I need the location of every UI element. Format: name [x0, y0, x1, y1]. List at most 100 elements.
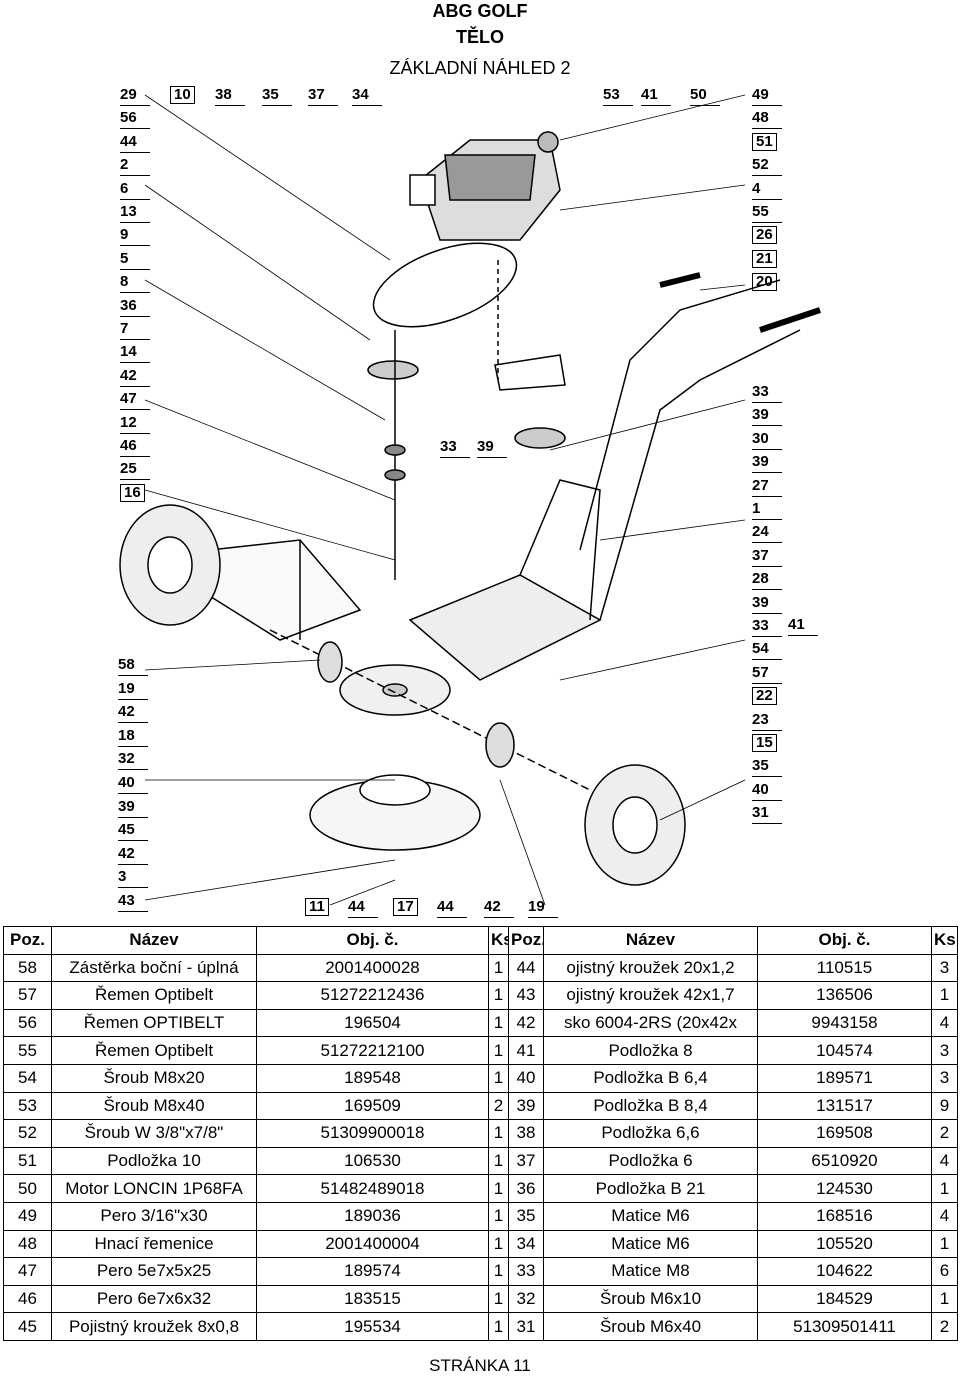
- column-header: Název: [543, 926, 758, 955]
- table-cell: Řemen Optibelt: [51, 1036, 257, 1065]
- table-cell: 52: [3, 1119, 52, 1148]
- table-cell: 2: [931, 1119, 958, 1148]
- table-cell: 3: [931, 953, 958, 983]
- table-cell: Hnací řemenice: [51, 1229, 257, 1259]
- callout-label: 34: [352, 86, 382, 106]
- table-cell: 56: [3, 1008, 52, 1038]
- table-cell: 1: [488, 1063, 509, 1093]
- callout-label: 29: [120, 86, 150, 106]
- table-cell: 1: [931, 1174, 958, 1203]
- callout-label: 6: [120, 180, 150, 200]
- table-cell: 41: [508, 1036, 544, 1065]
- table-cell: 1: [488, 1146, 509, 1176]
- table-cell: 57: [3, 981, 52, 1010]
- table-cell: 1: [488, 981, 509, 1010]
- table-cell: 2: [931, 1312, 958, 1341]
- table-cell: 43: [508, 981, 544, 1010]
- column-header: Ks: [931, 926, 958, 955]
- table-cell: 184529: [757, 1284, 932, 1314]
- callout-label: 53: [603, 86, 633, 106]
- callout-label: 27: [752, 477, 782, 497]
- callout-label: 20: [752, 273, 777, 292]
- table-cell: 44: [508, 953, 544, 983]
- page-number: STRÁNKA 11: [429, 1356, 531, 1375]
- callout-label: 7: [120, 320, 150, 340]
- table-cell: 51309501411: [757, 1312, 932, 1341]
- table-cell: Podložka 8: [543, 1036, 758, 1065]
- table-cell: Podložka B 8,4: [543, 1091, 758, 1121]
- callout-label: 35: [262, 86, 292, 106]
- table-cell: 189571: [757, 1063, 932, 1093]
- callout-label: 13: [120, 203, 150, 223]
- callout-label: 4: [752, 180, 782, 200]
- callout-label: 50: [690, 86, 720, 106]
- table-cell: 189548: [256, 1063, 489, 1093]
- table-cell: Šroub M8x40: [51, 1091, 257, 1121]
- callout-label: 26: [752, 226, 777, 245]
- callout-label: 51: [752, 132, 777, 151]
- table-cell: Podložka 6,6: [543, 1119, 758, 1148]
- table-cell: 45: [3, 1312, 52, 1341]
- table-cell: 1: [488, 1257, 509, 1286]
- table-cell: 34: [508, 1229, 544, 1259]
- table-cell: 196504: [256, 1008, 489, 1038]
- table-cell: 54: [3, 1063, 52, 1093]
- table-cell: 32: [508, 1284, 544, 1314]
- callout-label: 47: [120, 390, 150, 411]
- callout-label: 45: [118, 821, 148, 842]
- table-cell: 36: [508, 1174, 544, 1203]
- callout-label: 44: [437, 898, 467, 918]
- table-cell: 4: [931, 1201, 958, 1231]
- callout-label: 57: [752, 664, 782, 684]
- callout-label: 49: [752, 86, 782, 106]
- table-cell: 51272212436: [256, 981, 489, 1010]
- table-cell: Šroub M8x20: [51, 1063, 257, 1093]
- table-cell: 51: [3, 1146, 52, 1176]
- callout-label: 52: [752, 156, 782, 177]
- callout-label: 24: [752, 523, 782, 544]
- view-title: ZÁKLADNÍ NÁHLED 2: [389, 58, 571, 78]
- table-cell: Zástěrka boční - úplná: [51, 953, 257, 983]
- callout-label: 37: [308, 86, 338, 106]
- callout-label: 36: [120, 297, 150, 317]
- callout-label: 23: [752, 711, 782, 731]
- table-cell: 1: [931, 981, 958, 1010]
- table-cell: Pero 3/16"x30: [51, 1201, 257, 1231]
- table-cell: 1: [488, 1036, 509, 1065]
- table-cell: 1: [488, 1229, 509, 1259]
- table-cell: 38: [508, 1119, 544, 1148]
- table-cell: Motor LONCIN 1P68FA: [51, 1174, 257, 1203]
- callout-label: 46: [120, 437, 150, 457]
- table-cell: 1: [488, 1201, 509, 1231]
- callout-label: 5: [120, 250, 150, 270]
- table-cell: 131517: [757, 1091, 932, 1121]
- table-cell: Pero 5e7x5x25: [51, 1257, 257, 1286]
- callout-label: 39: [118, 798, 148, 818]
- table-cell: 1: [488, 1312, 509, 1341]
- callout-label: 41: [788, 616, 818, 636]
- callout-label: 33: [752, 383, 782, 403]
- callout-label: 42: [118, 845, 148, 865]
- table-cell: 189036: [256, 1201, 489, 1231]
- callout-label: 31: [752, 804, 782, 825]
- callout-label: 9: [120, 226, 150, 247]
- table-cell: 1: [931, 1229, 958, 1259]
- table-cell: 2: [488, 1091, 509, 1121]
- callout-label: 32: [118, 750, 148, 771]
- callout-label: 44: [120, 133, 150, 153]
- callout-label: 33: [440, 438, 470, 458]
- table-cell: 3: [931, 1063, 958, 1093]
- callout-label: 10: [170, 86, 195, 104]
- table-cell: 183515: [256, 1284, 489, 1314]
- callout-label: 15: [752, 734, 777, 752]
- table-cell: 1: [931, 1284, 958, 1314]
- table-cell: 1: [488, 1174, 509, 1203]
- callout-label: 42: [120, 367, 150, 387]
- table-cell: 2001400004: [256, 1229, 489, 1259]
